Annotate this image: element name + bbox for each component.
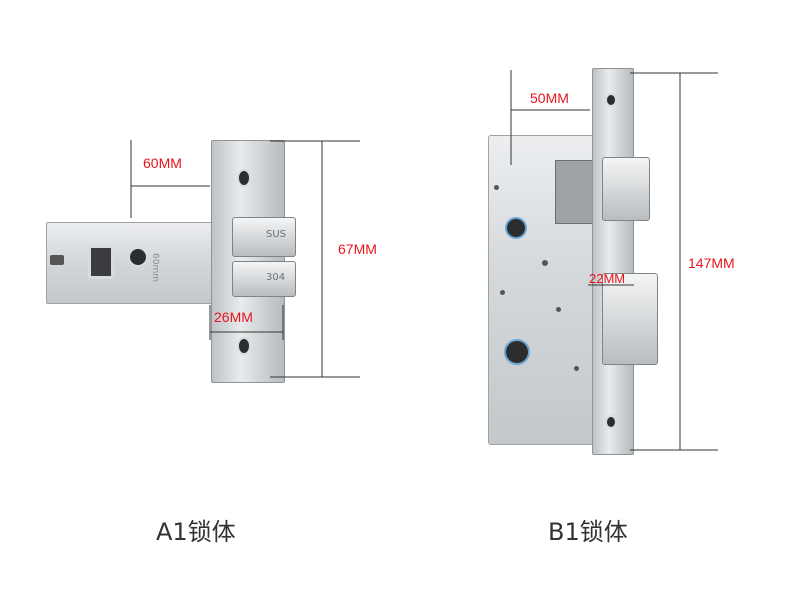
b1-cylinder-hole [504, 339, 530, 365]
a1-housing-slot [50, 255, 64, 265]
a1-faceplate-screw-hole-bottom [237, 337, 251, 355]
b1-small-hole-4 [556, 307, 561, 312]
a1-backset-label: 60MM [143, 155, 182, 171]
b1-faceplate-screw-hole-top [605, 93, 617, 107]
b1-spindle-hole [505, 217, 527, 239]
b1-case-mechanism [555, 160, 599, 224]
b1-small-hole-2 [542, 260, 548, 266]
a1-latch-bolt-upper [232, 217, 296, 257]
b1-deadbolt-label: 22MM [589, 271, 626, 286]
a1-faceplate-screw-hole-top [237, 169, 251, 187]
b1-small-hole-5 [574, 366, 579, 371]
a1-spindle-square-hole [88, 245, 114, 279]
b1-lock-illustration [480, 65, 680, 460]
a1-stamp-sus: SUS [266, 229, 287, 240]
b1-height-label: 147MM [688, 255, 735, 271]
b1-backset-label: 50MM [530, 90, 569, 106]
b1-deadbolt [602, 273, 658, 365]
b1-faceplate [592, 68, 634, 455]
b1-faceplate-screw-hole-bottom [605, 415, 617, 429]
a1-latch-bolt-lower [232, 261, 296, 297]
b1-small-hole-1 [494, 185, 499, 190]
a1-stamp-304: 304 [266, 272, 286, 283]
b1-caption: B1锁体 [548, 518, 628, 546]
b1-latch-bolt [602, 157, 650, 221]
a1-height-label: 67MM [338, 241, 377, 257]
a1-width-label: 26MM [214, 309, 253, 325]
a1-mount-hole [128, 247, 148, 267]
a1-lock-illustration: 60mm SUS 304 [40, 135, 340, 385]
b1-small-hole-3 [500, 290, 505, 295]
a1-caption: A1锁体 [156, 518, 236, 546]
